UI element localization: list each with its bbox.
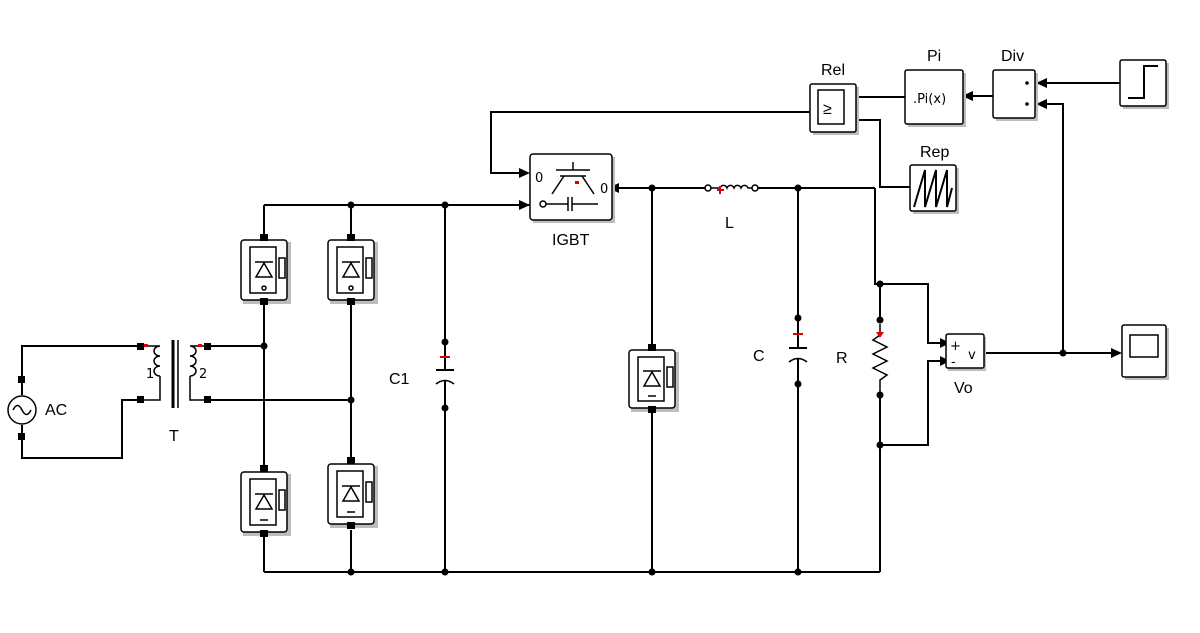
diode-icon: [642, 370, 662, 387]
arrow-div-in1: [1036, 78, 1047, 88]
junction: [347, 396, 355, 404]
capacitor-label: C: [753, 348, 765, 365]
ac-label: AC: [45, 402, 67, 419]
voltmeter-label: Vo: [954, 380, 973, 397]
t-terminal: [204, 396, 211, 403]
c1-label: C1: [389, 371, 410, 388]
inductor-label: L: [725, 215, 734, 232]
voltmeter-block[interactable]: + - v Vo: [945, 333, 986, 397]
arrow-igbt-gate: [519, 168, 530, 178]
sine-wave-path: [12, 404, 32, 416]
arrow-pi-in: [962, 91, 973, 101]
transformer-block[interactable]: 1 2 T: [137, 340, 211, 445]
t-terminal: [204, 343, 211, 350]
wire-ac-top[interactable]: [21, 345, 140, 395]
capacitor-c1[interactable]: C1: [389, 338, 455, 412]
diode-d3[interactable]: [240, 465, 291, 537]
wire-vm-plus[interactable]: [880, 283, 940, 344]
junction: [876, 280, 884, 288]
arrow-div-in2: [1036, 99, 1047, 109]
wire-rel-igbt[interactable]: [490, 111, 810, 174]
wire-vo-div[interactable]: [1046, 103, 1064, 353]
ac-terminal-bottom: [18, 433, 25, 440]
junction: [648, 568, 656, 576]
diode-freewheel[interactable]: [628, 344, 679, 413]
polarity-marker: [198, 344, 202, 347]
arrow-vm-plus: [940, 338, 950, 348]
igbt-label: IGBT: [552, 232, 590, 249]
wire-ac-bottom[interactable]: [21, 399, 140, 459]
polarity-marker: [144, 344, 148, 347]
pi-block[interactable]: .Pi(x) Pi: [904, 48, 966, 127]
ac-source[interactable]: AC: [7, 376, 67, 440]
diode-icon: [341, 261, 361, 278]
rel-label: Rel: [821, 62, 845, 79]
wire-rep-rel[interactable]: [858, 119, 910, 188]
junction: [441, 568, 449, 576]
inductor-l[interactable]: L: [704, 184, 759, 232]
diode-icon: [254, 261, 274, 278]
t-pin1-label: 1: [146, 367, 154, 382]
arrow-vm-minus: [940, 356, 950, 366]
capacitor-c[interactable]: C: [753, 314, 808, 388]
scope-icon: [1129, 334, 1159, 358]
pi-label: Pi: [927, 48, 941, 65]
vm-minus: -: [951, 355, 956, 370]
pi-fn: .Pi(x): [913, 92, 946, 107]
igbt-port-left: 0: [535, 171, 543, 186]
sine-wave-icon: [7, 395, 37, 425]
junction: [347, 201, 355, 209]
step-icon: [1128, 65, 1158, 99]
junction: [347, 568, 355, 576]
div-label: Div: [1001, 48, 1024, 65]
junction: [1059, 349, 1067, 357]
t-pin2-label: 2: [199, 367, 207, 382]
rel-op: ≥: [823, 101, 832, 118]
t-terminal: [137, 343, 144, 350]
diode-icon: [341, 485, 361, 502]
scope-block[interactable]: [1121, 324, 1169, 380]
resistor-r[interactable]: R: [836, 316, 889, 399]
polarity-marker: [440, 356, 450, 358]
junction: [794, 184, 802, 192]
arrow-igbt-in: [519, 200, 530, 210]
igbt-block[interactable]: 0 0 IGBT: [529, 153, 615, 249]
junction: [648, 184, 656, 192]
resistor-label: R: [836, 350, 848, 367]
div-block[interactable]: Div: [992, 48, 1038, 121]
sawtooth-icon: [913, 169, 953, 208]
diode-d2[interactable]: [327, 234, 378, 305]
wire-vm-minus[interactable]: [880, 360, 940, 446]
junction: [441, 201, 449, 209]
junctions: [260, 184, 1067, 576]
diode-d1[interactable]: [240, 234, 291, 305]
diode-icon: [254, 493, 274, 510]
arrow-scope-in: [1111, 348, 1122, 358]
repeating-block[interactable]: Rep: [909, 144, 959, 214]
relational-block[interactable]: ≥ Rel: [809, 62, 859, 135]
vm-plus: +: [950, 339, 961, 354]
junction: [260, 342, 268, 350]
diode-d4[interactable]: [327, 457, 378, 529]
igbt-port-right: 0: [600, 182, 608, 197]
step-block[interactable]: [1119, 59, 1169, 109]
ac-terminal-top: [18, 376, 25, 383]
wire-r-top[interactable]: [874, 188, 881, 320]
rep-label: Rep: [920, 144, 949, 161]
t-terminal: [137, 396, 144, 403]
wires: [21, 82, 1120, 573]
junction: [876, 441, 884, 449]
junction: [794, 568, 802, 576]
transformer-label: T: [169, 428, 179, 445]
inductor-coil: [711, 184, 752, 190]
vm-v: v: [968, 348, 976, 363]
